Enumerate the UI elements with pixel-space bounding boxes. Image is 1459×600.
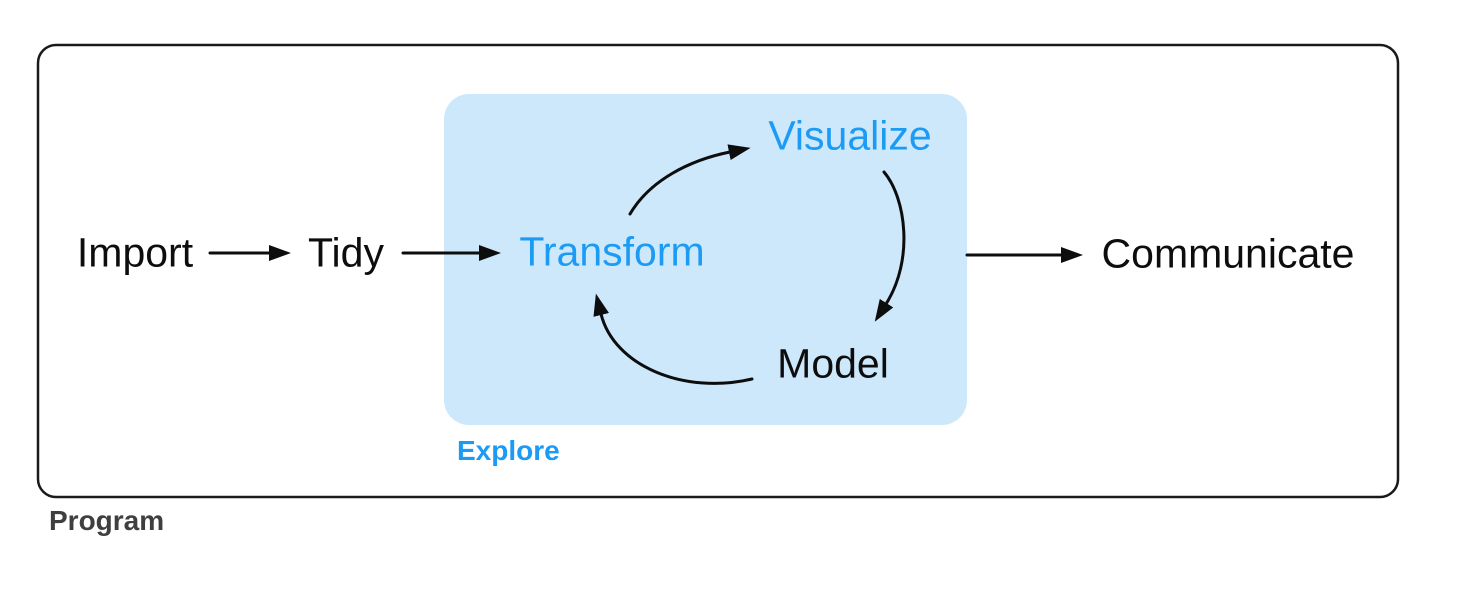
node-communicate: Communicate <box>1101 230 1355 277</box>
node-import: Import <box>76 229 194 276</box>
node-transform: Transform <box>519 228 705 275</box>
program-label: Program <box>49 505 165 536</box>
arrow-visualize-to-model <box>874 170 906 322</box>
explore-group-box <box>444 94 967 425</box>
node-visualize: Visualize <box>768 112 932 159</box>
explore-label: Explore <box>457 435 560 466</box>
node-model: Model <box>777 340 889 387</box>
arrow-transform-to-visualize <box>628 144 751 216</box>
arrow-model-to-transform <box>593 293 754 385</box>
node-tidy: Tidy <box>308 229 384 276</box>
